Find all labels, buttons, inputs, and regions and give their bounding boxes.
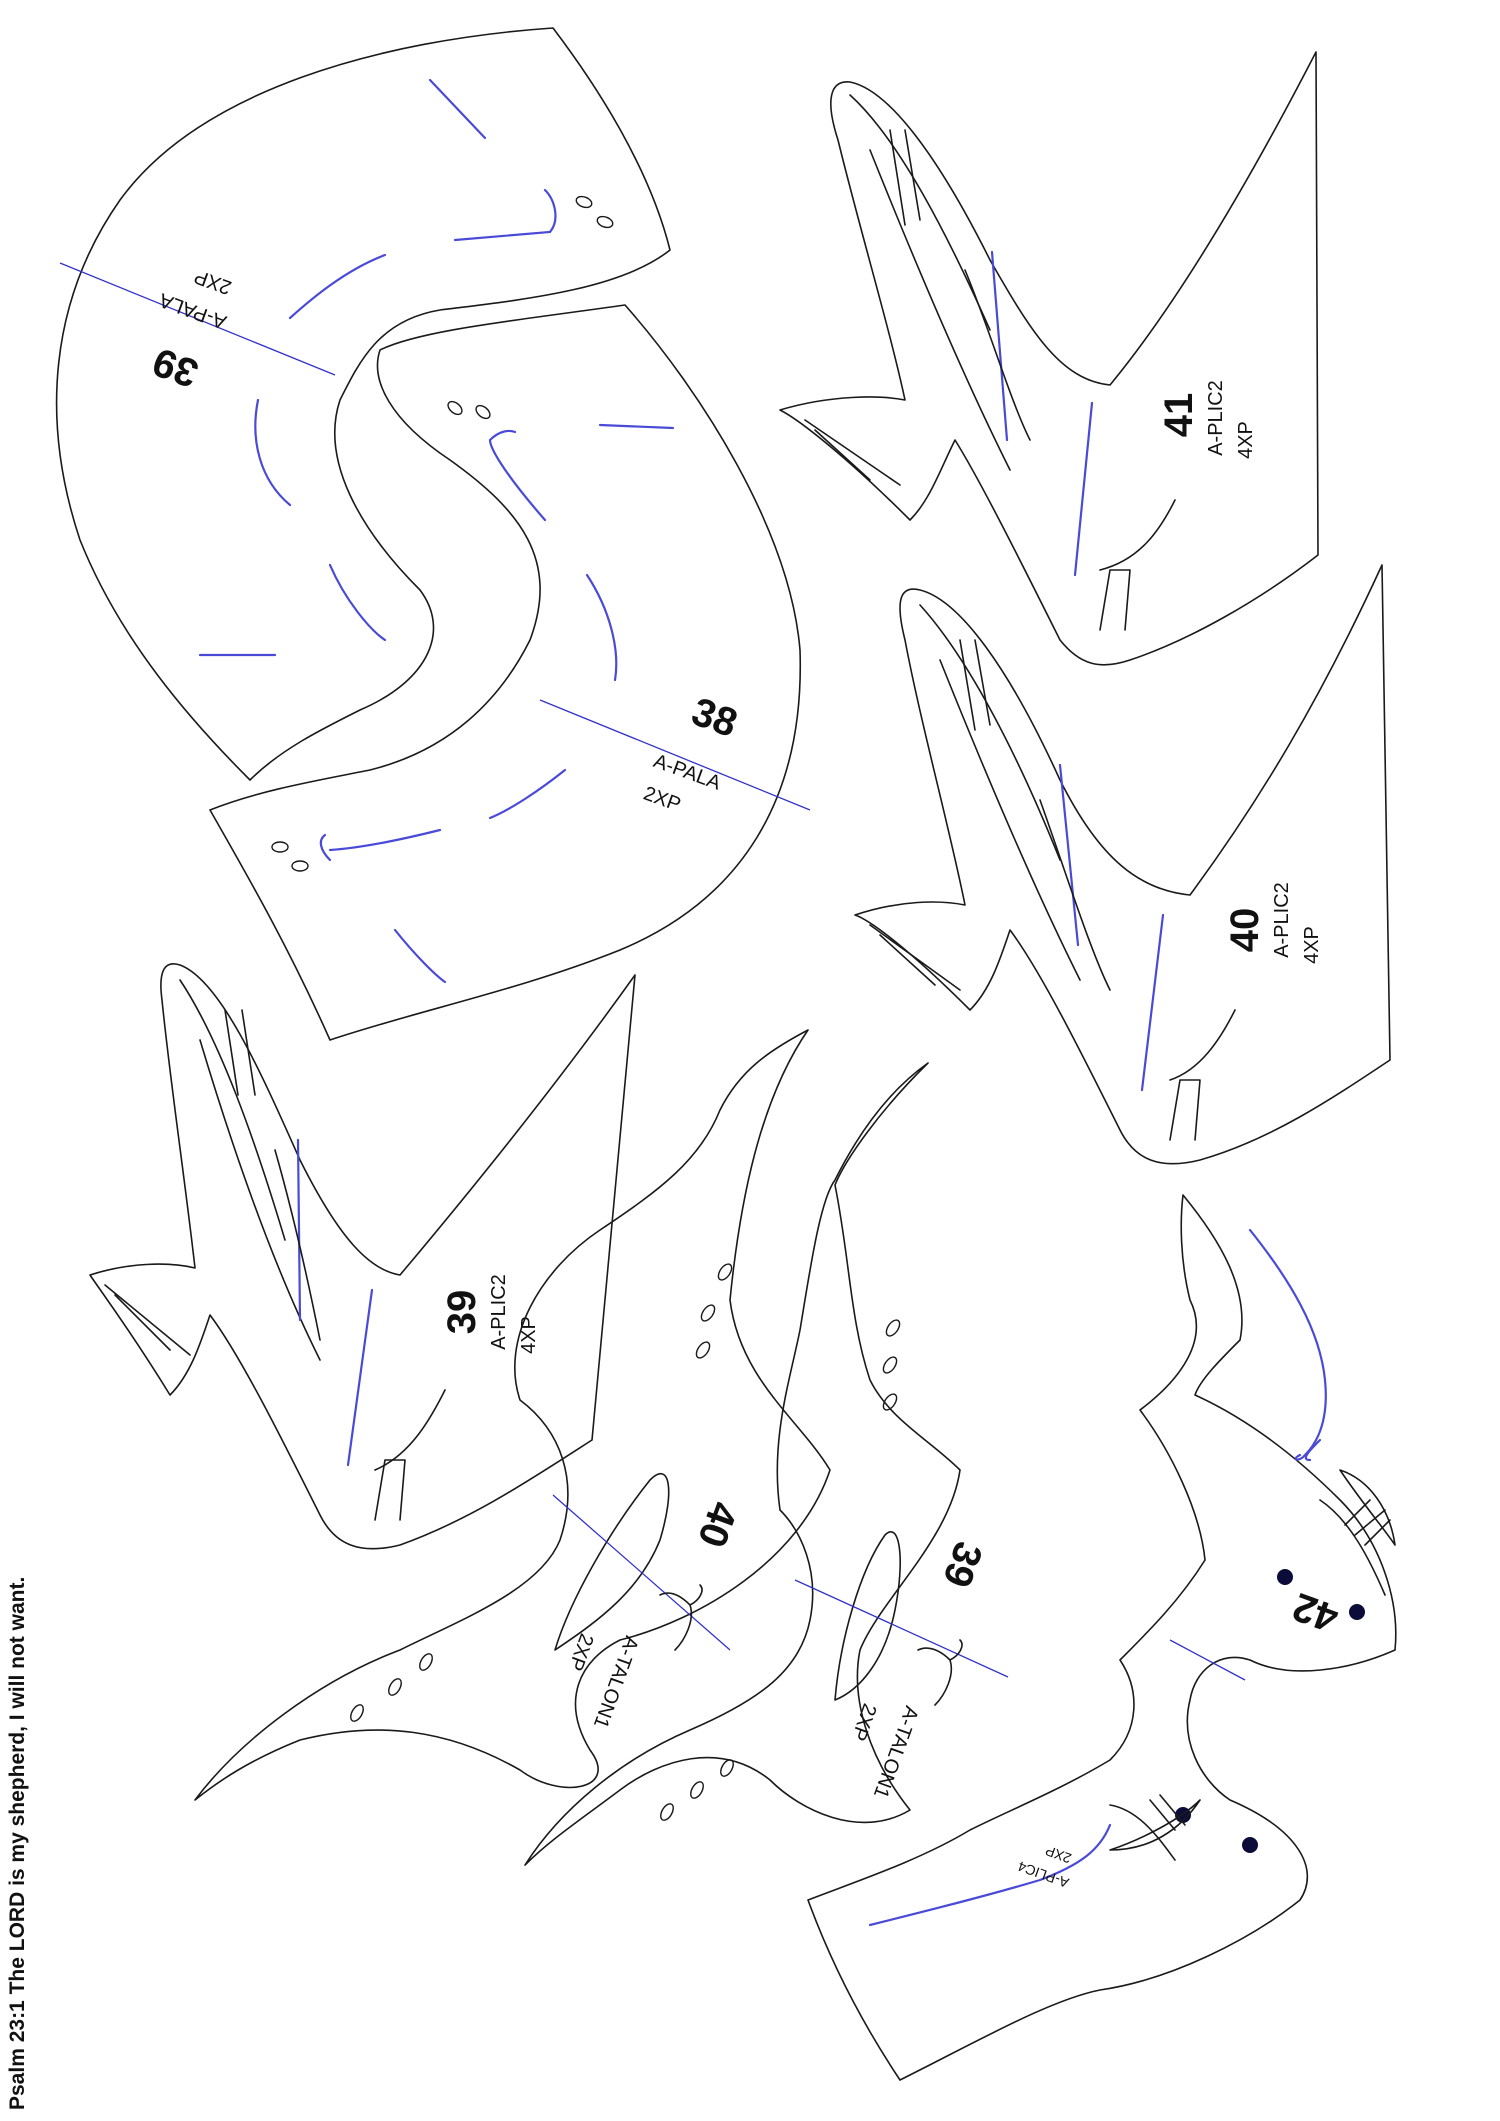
piece-39-pala-number: 39 [147, 339, 204, 396]
puma-logo-icon [659, 1584, 703, 1651]
piece-39-talon1-number: 39 [934, 1536, 991, 1593]
piece-39-pala-qty: 2XP [191, 265, 234, 299]
piece-42-plic4-qty: 2XP [1043, 1843, 1073, 1867]
piece-38-a-pala: 38 A-PALA 2XP [209, 304, 811, 1041]
piece-40-plic2-qty: 4XP [1301, 926, 1323, 964]
piece-40-talon1-code: A-TALON1 [589, 1633, 643, 1731]
piece-39-plic2-code: A-PLIC2 [488, 1274, 510, 1350]
piece-41-a-plic2: 41 A-PLIC2 4XP [779, 51, 1319, 666]
piece-41-plic2-qty: 4XP [1235, 421, 1257, 459]
piece-40-talon1-number: 40 [689, 1496, 746, 1553]
piece-40-a-plic2: 40 A-PLIC2 4XP [854, 564, 1391, 1165]
piece-39-plic2-number: 39 [440, 1290, 484, 1335]
piece-40-talon1-qty: 2XP [564, 1631, 598, 1674]
piece-40-plic2-number: 40 [1223, 908, 1267, 953]
piece-39-a-pala: 39 A-PALA 2XP [55, 27, 671, 781]
piece-39-plic2-qty: 4XP [518, 1316, 540, 1354]
piece-39-talon1-qty: 2XP [847, 1701, 881, 1744]
piece-41-plic2-number: 41 [1157, 393, 1201, 438]
piece-38-pala-number: 38 [686, 690, 743, 747]
piece-42-plic4-number: 42 [1287, 1584, 1344, 1641]
piece-40-plic2-code: A-PLIC2 [1271, 882, 1293, 958]
puma-logo-icon [917, 1639, 963, 1706]
piece-39-a-talon1: 39 A-TALON1 2XP [524, 1062, 1009, 1866]
footer-verse: Psalm 23:1 The LORD is my shepherd, I wi… [6, 1576, 29, 2110]
piece-40-a-talon1: 40 A-TALON1 2XP [194, 1029, 831, 1801]
piece-42-a-plic4: 42 A-PLIC4 2XP [807, 1194, 1397, 2081]
piece-41-plic2-code: A-PLIC2 [1205, 380, 1227, 456]
piece-39-a-plic2: 39 A-PLIC2 4XP [89, 963, 636, 1550]
piece-38-pala-qty: 2XP [641, 783, 684, 817]
